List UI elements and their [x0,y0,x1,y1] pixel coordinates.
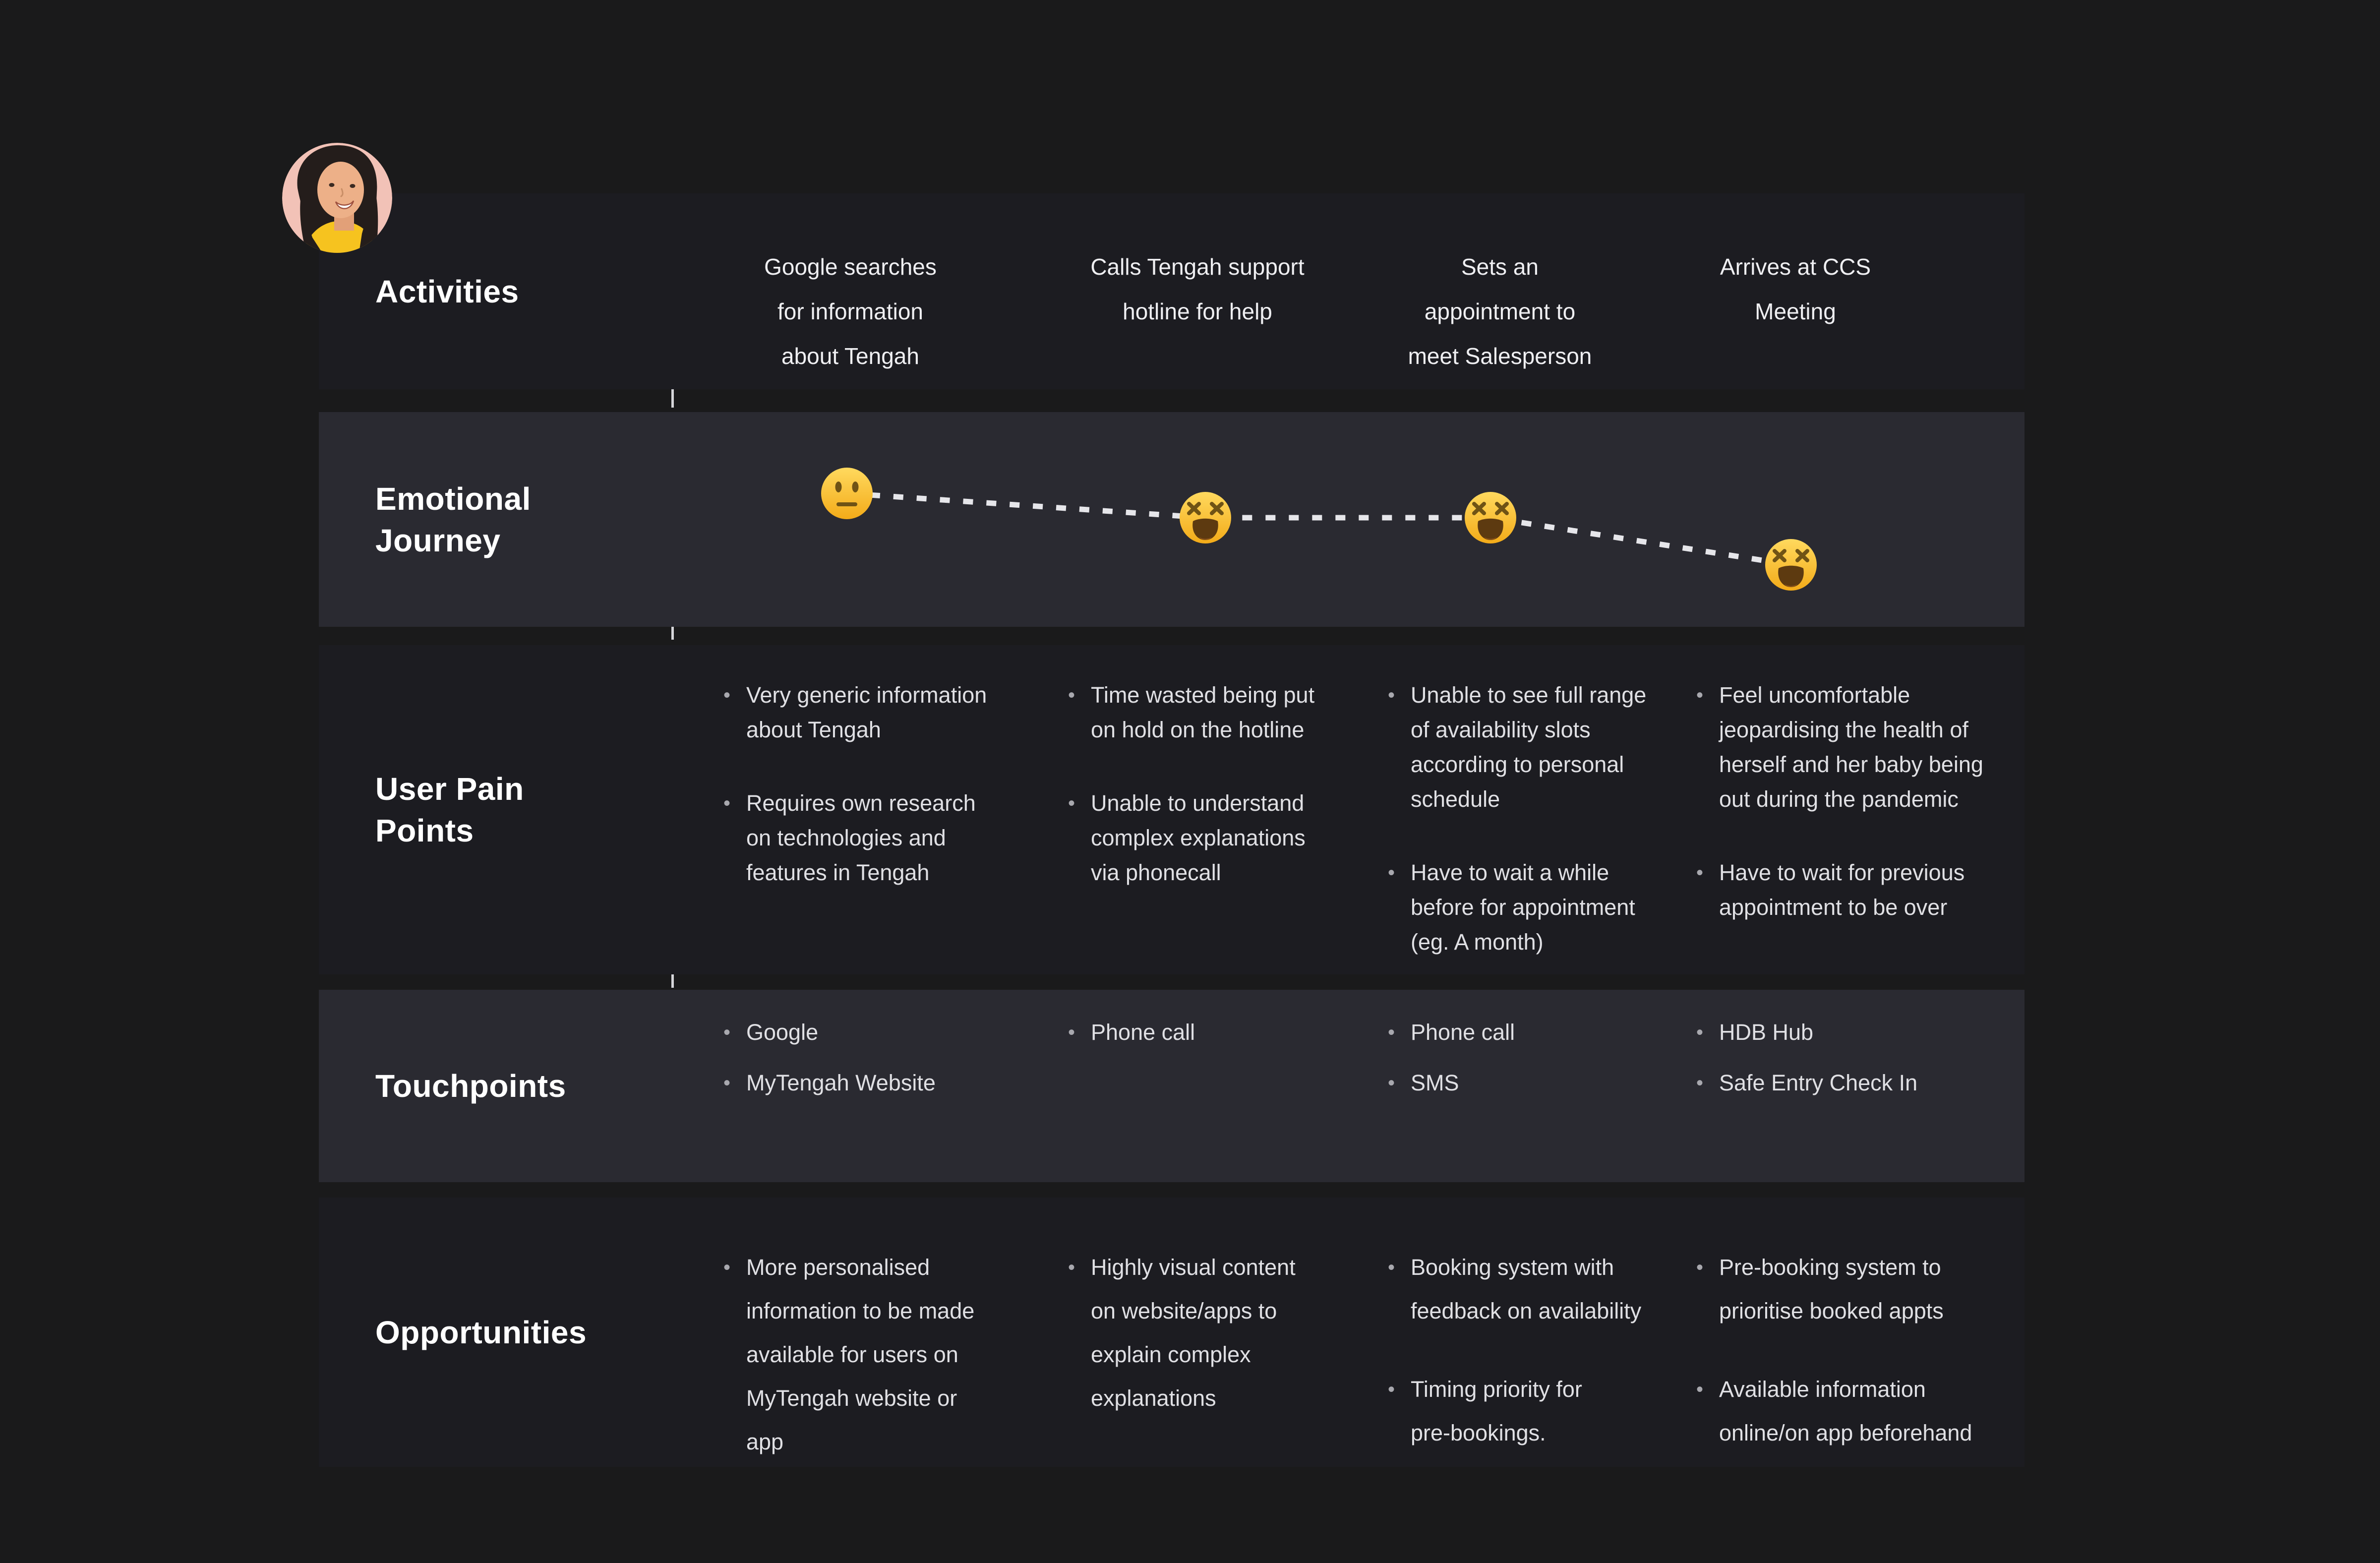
opportunity: Timing priority for pre-bookings. [1388,1368,1708,1455]
opportunities-stage-2: Highly visual content on website/apps to… [1068,1246,1388,1420]
touchpoint: Phone call [1388,1015,1708,1050]
opportunity: Booking system with feedback on availabi… [1388,1246,1708,1333]
row-emotional-journey: Emotional Journey [319,412,2024,627]
opportunities-stage-3: Booking system with feedback on availabi… [1388,1246,1708,1455]
touchpoint: Safe Entry Check In [1696,1066,2017,1100]
row-touchpoints: Touchpoints Google MyTengah Website Phon… [319,990,2024,1182]
pain-point: Unable to see full range of availability… [1388,678,1708,817]
neutral-face-emoji [821,468,873,519]
opportunity: Highly visual content on website/apps to… [1068,1246,1388,1420]
touchpoints-stage-2: Phone call [1068,1015,1388,1050]
pain-point: Requires own research on technologies an… [723,786,1044,890]
tired-face-emoji [1180,492,1231,543]
opportunities-stage-1: More personalised information to be made… [723,1246,1044,1464]
pain-points-stage-1: Very generic information about Tengah Re… [723,678,1044,890]
tired-face-emoji [1465,492,1516,543]
pain-point: Feel uncomfortable jeopardising the heal… [1696,678,2017,817]
touchpoints-stage-3: Phone call SMS [1388,1015,1708,1100]
row-opportunities: Opportunities More personalised informat… [319,1198,2024,1467]
touchpoint: MyTengah Website [723,1066,1044,1100]
row-label-user-pain-points: User Pain Points [375,771,524,848]
stage-header-4: Arrives at CCS Meeting [1720,254,1871,324]
stage-header-3: Sets an appointment to meet Salesperson [1408,254,1592,369]
row-label-emotional-journey: Emotional Journey [375,481,531,558]
pain-points-stage-2: Time wasted being put on hold on the hot… [1068,678,1388,890]
opportunity: Available information online/on app befo… [1696,1368,2017,1455]
pain-points-stage-4: Feel uncomfortable jeopardising the heal… [1696,678,2017,925]
pain-point: Have to wait for previous appointment to… [1696,855,2017,925]
emotional-journey-graph [821,468,2024,627]
pain-point: Very generic information about Tengah [723,678,1044,747]
row-label-opportunities: Opportunities [375,1314,587,1350]
touchpoints-stage-4: HDB Hub Safe Entry Check In [1696,1015,2017,1100]
row-label-touchpoints: Touchpoints [375,1068,566,1104]
tired-face-emoji [1765,539,1817,591]
pain-point: Have to wait a while before for appointm… [1388,855,1708,960]
persona-avatar-illustration [282,143,392,253]
touchpoints-stage-1: Google MyTengah Website [723,1015,1044,1100]
emotion-trend-dashed-line [846,490,1791,568]
pain-point: Time wasted being put on hold on the hot… [1068,678,1388,747]
persona-avatar [282,143,392,253]
opportunities-stage-4: Pre-booking system to prioritise booked … [1696,1246,2017,1455]
opportunity: Pre-booking system to prioritise booked … [1696,1246,2017,1333]
touchpoint: Phone call [1068,1015,1388,1050]
row-activities: Activities Google searches for informati… [319,193,2024,389]
row-label-activities: Activities [375,273,519,309]
pain-point: Unable to understand complex explanation… [1068,786,1388,890]
touchpoint: Google [723,1015,1044,1050]
stage-header-1: Google searches for information about Te… [764,254,937,369]
touchpoint: HDB Hub [1696,1015,2017,1050]
touchpoint: SMS [1388,1066,1708,1100]
row-user-pain-points: User Pain Points Very generic informatio… [319,645,2024,974]
opportunity: More personalised information to be made… [723,1246,1044,1464]
stage-header-2: Calls Tengah support hotline for help [1090,254,1305,324]
pain-points-stage-3: Unable to see full range of availability… [1388,678,1708,960]
